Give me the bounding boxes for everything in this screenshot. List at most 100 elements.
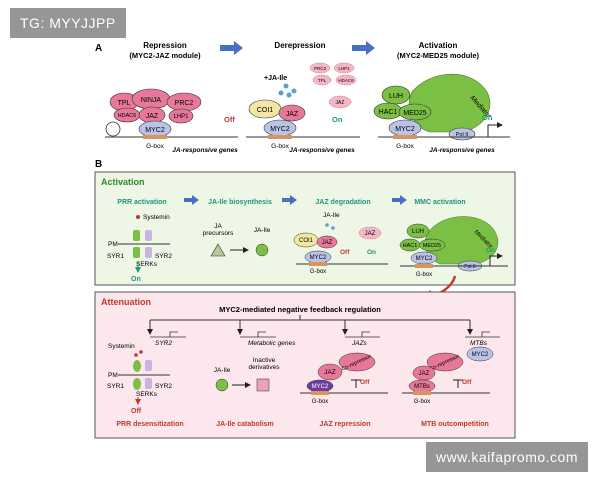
rep-block: [351, 379, 361, 388]
step-jaz-degradation: JAZ degradation: [315, 199, 370, 206]
luh-label: LUH: [389, 93, 403, 100]
watermark-top: TG: MYYJJPP: [10, 8, 126, 38]
myc2-label-d: MYC2: [270, 126, 290, 133]
gbox-rect: [143, 135, 167, 139]
mtb-off-label: Off: [462, 379, 472, 386]
syr2-label: SYR2: [155, 253, 172, 260]
genes-label: JA-responsive genes: [172, 147, 238, 154]
mmc-activation: Mediator LUH HAC1 MED25 MYC2 Pol II G-bo…: [399, 216, 508, 278]
med25-label: MED25: [403, 110, 426, 117]
att-syr1-bot: [133, 378, 141, 390]
att-syr2-label: SYR2: [155, 383, 172, 390]
stage-arrow-2: [352, 41, 375, 55]
att-off-label: Off: [131, 408, 142, 415]
step-prr-activation: PRR activation: [117, 199, 166, 206]
caption-jaz-repression: JAZ repression: [320, 421, 371, 428]
stage-title-repression: Repression: [143, 41, 187, 50]
frag-lhp1-label: LHP1: [338, 66, 350, 71]
frag-prc2-label: PRC2: [314, 66, 327, 71]
mmc-tss-arrow: [489, 253, 503, 266]
mmc-myc2-label: MYC2: [416, 256, 433, 262]
mtb-mtbs-label: MTBs: [414, 384, 430, 390]
jaz-protein-d: [278, 104, 306, 122]
mtb-gbox-label: G-box: [414, 399, 430, 405]
prc2-label: PRC2: [175, 100, 194, 107]
lhp1-label: LHP1: [173, 114, 189, 120]
rep-gbox-label: G-box: [312, 399, 328, 405]
attenuation-header: Attenuation: [101, 297, 151, 307]
att-pm-label: PM: [108, 372, 118, 379]
panel-a: A Repression (MYC2-JAZ module) Derepress…: [95, 41, 510, 154]
ninja-label: NINJA: [141, 97, 162, 104]
syr1-label: SYR1: [107, 253, 124, 260]
frag-jaz: [328, 95, 352, 109]
prr-on-label: On: [131, 276, 141, 283]
rep-corep: [338, 352, 376, 372]
jaz-label-d: JAZ: [286, 111, 299, 118]
mmc-med25-label: MED25: [423, 243, 441, 249]
step-mmc-activation: MMC activation: [414, 199, 465, 206]
derepression-module: +JA-Ile COI1 JAZ MYC2 G-box On JA-respon…: [246, 62, 360, 154]
gene-tss-4: [481, 331, 490, 337]
luh-protein: [381, 85, 411, 105]
gbox-label: G-box: [146, 143, 164, 150]
genes-label-d: JA-responsive genes: [289, 147, 355, 154]
myc2-label-a: MYC2: [395, 126, 415, 133]
receptor-syr2-bot: [145, 247, 152, 258]
gbox-rect-a: [393, 135, 417, 139]
activation-header: Activation: [101, 177, 145, 187]
deg-dot-2: [331, 226, 335, 230]
frag-tpl-label: TPL: [318, 78, 327, 83]
jaile-dot-3: [286, 92, 292, 98]
prr-desensitization: Systemin PM SYR1 SERKs SYR2 Off: [107, 343, 172, 415]
frag-tpl: [312, 74, 332, 86]
caption-prr-desensitization: PRR desensitization: [116, 421, 183, 428]
gene-tss-3: [361, 331, 370, 337]
deg-myc2-label: MYC2: [310, 255, 327, 261]
mmc-mediator: [424, 216, 499, 265]
frag-jaz-label: JAZ: [336, 100, 345, 106]
branch-gene-metabolic: Metabolic genes: [248, 340, 296, 347]
mtb-block: [453, 379, 463, 388]
repression-module: TPL NINJA PRC2 HDAC6 JAZ LHP1 MYC2 G-box…: [105, 88, 238, 154]
cat-inactive-square: [256, 378, 270, 392]
stage-subtitle-activation: (MYC2-MED25 module): [397, 51, 480, 60]
genes-label-a: JA-responsive genes: [429, 147, 495, 154]
rep-myc2-label: MYC2: [312, 384, 329, 390]
receptor-syr1-top: [133, 230, 140, 241]
att-syr2-bot: [145, 378, 152, 389]
gbox-label-d: G-box: [271, 143, 289, 150]
deg-jaz-label: JAZ: [322, 240, 333, 246]
tpl-label: TPL: [118, 100, 131, 107]
rep-gbox-rect: [311, 391, 329, 395]
jaz-label: JAZ: [146, 113, 159, 120]
step-jaile-biosynthesis: JA-Ile biosynthesis: [208, 199, 272, 206]
mtb-outcompetition: MYC2 Co-repressor JAZ MTBs Off G-box: [402, 346, 494, 405]
deg-jaz-frag-label: JAZ: [365, 231, 376, 237]
caption-mtb-outcompetition: MTB outcompetition: [421, 421, 489, 428]
jaile-bio-label: JA-Ile: [254, 227, 271, 234]
med25-protein: [398, 103, 432, 121]
mtb-myc2-label: MYC2: [472, 352, 489, 358]
mmc-med25: [418, 238, 446, 252]
rep-jaz: [317, 363, 343, 381]
step-arrow-3: [392, 195, 407, 205]
lhp1-protein: [168, 108, 194, 124]
stage-subtitle-repression: (MYC2-JAZ module): [129, 51, 201, 60]
coi1-label: COI1: [257, 107, 273, 114]
cat-jaile-label: JA-Ile: [214, 367, 231, 374]
att-systemin-dot-1: [134, 353, 138, 357]
mtb-myc2-free: [466, 346, 494, 362]
deg-coi1-label: COI1: [299, 238, 314, 244]
activation-module: Mediator LUH HAC1 MED25 MYC2 Pol II G-bo…: [373, 73, 510, 154]
tss-arrow-a: [487, 122, 503, 137]
jaz-repression: Co-repressor JAZ MYC2 Off G-box: [300, 352, 388, 405]
jaile-label: +JA-Ile: [264, 75, 287, 82]
stage-title-activation: Activation: [419, 41, 458, 50]
mmc-luh-label: LUH: [412, 229, 424, 235]
pm-label: PM: [108, 241, 118, 248]
